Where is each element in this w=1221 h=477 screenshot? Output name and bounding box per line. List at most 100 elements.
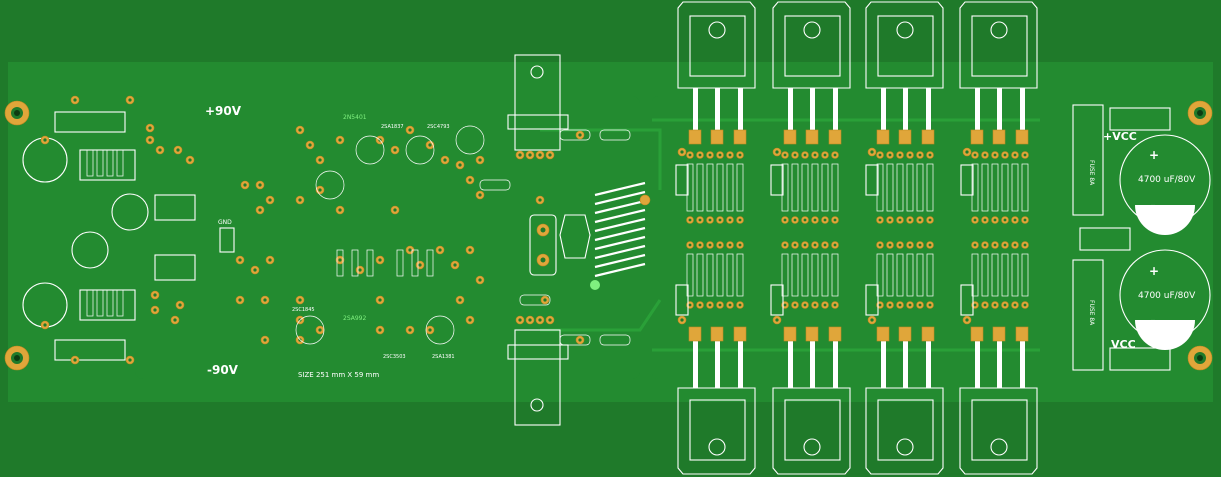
resistor-body [106, 149, 114, 177]
cap-bottom-label: 4700 uF/80V [1138, 291, 1196, 301]
driver-transistor-top [507, 54, 569, 151]
solder-pad-hole [908, 303, 912, 307]
solder-pad-hole [318, 158, 322, 162]
solder-pad-hole [338, 208, 342, 212]
solder-pad-hole [158, 148, 162, 152]
resistor-body [116, 149, 124, 177]
solder-pad-hole [803, 153, 807, 157]
solder-pad-hole [258, 208, 262, 212]
solder-pad-hole [418, 263, 422, 267]
capacitor-outline [295, 315, 325, 345]
part-label-q3: 2SC4793 [427, 124, 450, 130]
resistor-body [781, 253, 789, 297]
solder-pad-hole [408, 248, 412, 252]
solder-pad-hole [538, 198, 542, 202]
resistor-body [696, 163, 704, 212]
solder-pad-hole [73, 358, 77, 362]
solder-pad-hole [128, 98, 132, 102]
solder-pad-hole [888, 303, 892, 307]
resistor-body [96, 149, 104, 177]
solder-pad-hole [468, 178, 472, 182]
solder-pad-hole [263, 298, 267, 302]
solder-pad [688, 326, 702, 342]
solder-pad-hole [268, 258, 272, 262]
solder-pad-hole [973, 218, 977, 222]
resistor-body [86, 289, 94, 317]
transistor-hole [803, 21, 821, 39]
resistor-body [981, 253, 989, 297]
transistor-lead [926, 88, 931, 133]
solder-pad [805, 129, 819, 145]
solder-pad-hole [823, 303, 827, 307]
gnd-label: GND [218, 219, 232, 226]
solder-pad-hole [378, 258, 382, 262]
solder-pad-hole [983, 243, 987, 247]
solder-pad-hole [728, 303, 732, 307]
solder-pad-hole [918, 303, 922, 307]
resistor-body [686, 163, 694, 212]
solder-pad-hole [1023, 153, 1027, 157]
solder-pad-hole [1003, 303, 1007, 307]
solder-pad-hole [43, 138, 47, 142]
solder-pad-hole [173, 318, 177, 322]
solder-pad-hole [478, 158, 482, 162]
transistor-tab [971, 399, 1028, 461]
cap-top-polarity-plus: + [1149, 148, 1159, 162]
power-transistor-outline [772, 1, 851, 89]
power-transistor-outline [959, 1, 1038, 89]
transistor-tab [689, 399, 746, 461]
resistor-body [886, 253, 894, 297]
coil-winding [594, 217, 646, 233]
solder-pad-hole [928, 218, 932, 222]
transistor-tab [971, 15, 1028, 77]
solder-pad-hole [538, 318, 542, 322]
resistor-body [1001, 253, 1009, 297]
solder-pad-hole [833, 218, 837, 222]
solder-pad-hole [438, 248, 442, 252]
solder-pad-hole [783, 218, 787, 222]
solder-pad-hole [408, 328, 412, 332]
solder-pad-hole [253, 268, 257, 272]
drive-resistor [770, 164, 784, 196]
resistor-body [706, 163, 714, 212]
transistor-lead [715, 340, 720, 388]
solder-pad-hole [73, 98, 77, 102]
capacitor-outline [455, 125, 485, 155]
solder-pad-hole [878, 303, 882, 307]
solder-pad-hole [548, 318, 552, 322]
transistor-lead [1020, 88, 1025, 133]
fuse-top-label: FUSE 8A [1088, 160, 1095, 186]
solder-pad-hole [928, 303, 932, 307]
resistor-body [991, 163, 999, 212]
resistor-body [411, 249, 419, 277]
solder-pad-hole [153, 293, 157, 297]
solder-pad-hole [443, 158, 447, 162]
solder-pad-hole [718, 303, 722, 307]
solder-pad-hole [680, 150, 684, 154]
solder-pad [921, 129, 935, 145]
solder-pad-hole [698, 243, 702, 247]
solder-pad-hole [728, 153, 732, 157]
solder-pad [876, 129, 890, 145]
resistor-body [971, 253, 979, 297]
neg-vcc-label: VCC [1111, 338, 1136, 351]
solder-pad-hole [870, 150, 874, 154]
solder-pad-hole [528, 153, 532, 157]
solder-pad [970, 326, 984, 342]
solder-pad-hole [188, 158, 192, 162]
board-size-note: SIZE 251 mm X 59 mm [298, 371, 379, 379]
solder-pad-hole [688, 243, 692, 247]
solder-pad-hole [238, 298, 242, 302]
solder-pad-hole [965, 150, 969, 154]
resistor-body [811, 163, 819, 212]
resistor-body [1011, 163, 1019, 212]
solder-pad-hole [878, 153, 882, 157]
solder-pad-hole [1023, 243, 1027, 247]
resistor-body [831, 253, 839, 297]
solder-pad-hole [268, 198, 272, 202]
solder-pad-hole [238, 258, 242, 262]
solder-pad-hole [298, 128, 302, 132]
transistor-hole [896, 21, 914, 39]
power-transistor-outline [959, 387, 1038, 475]
